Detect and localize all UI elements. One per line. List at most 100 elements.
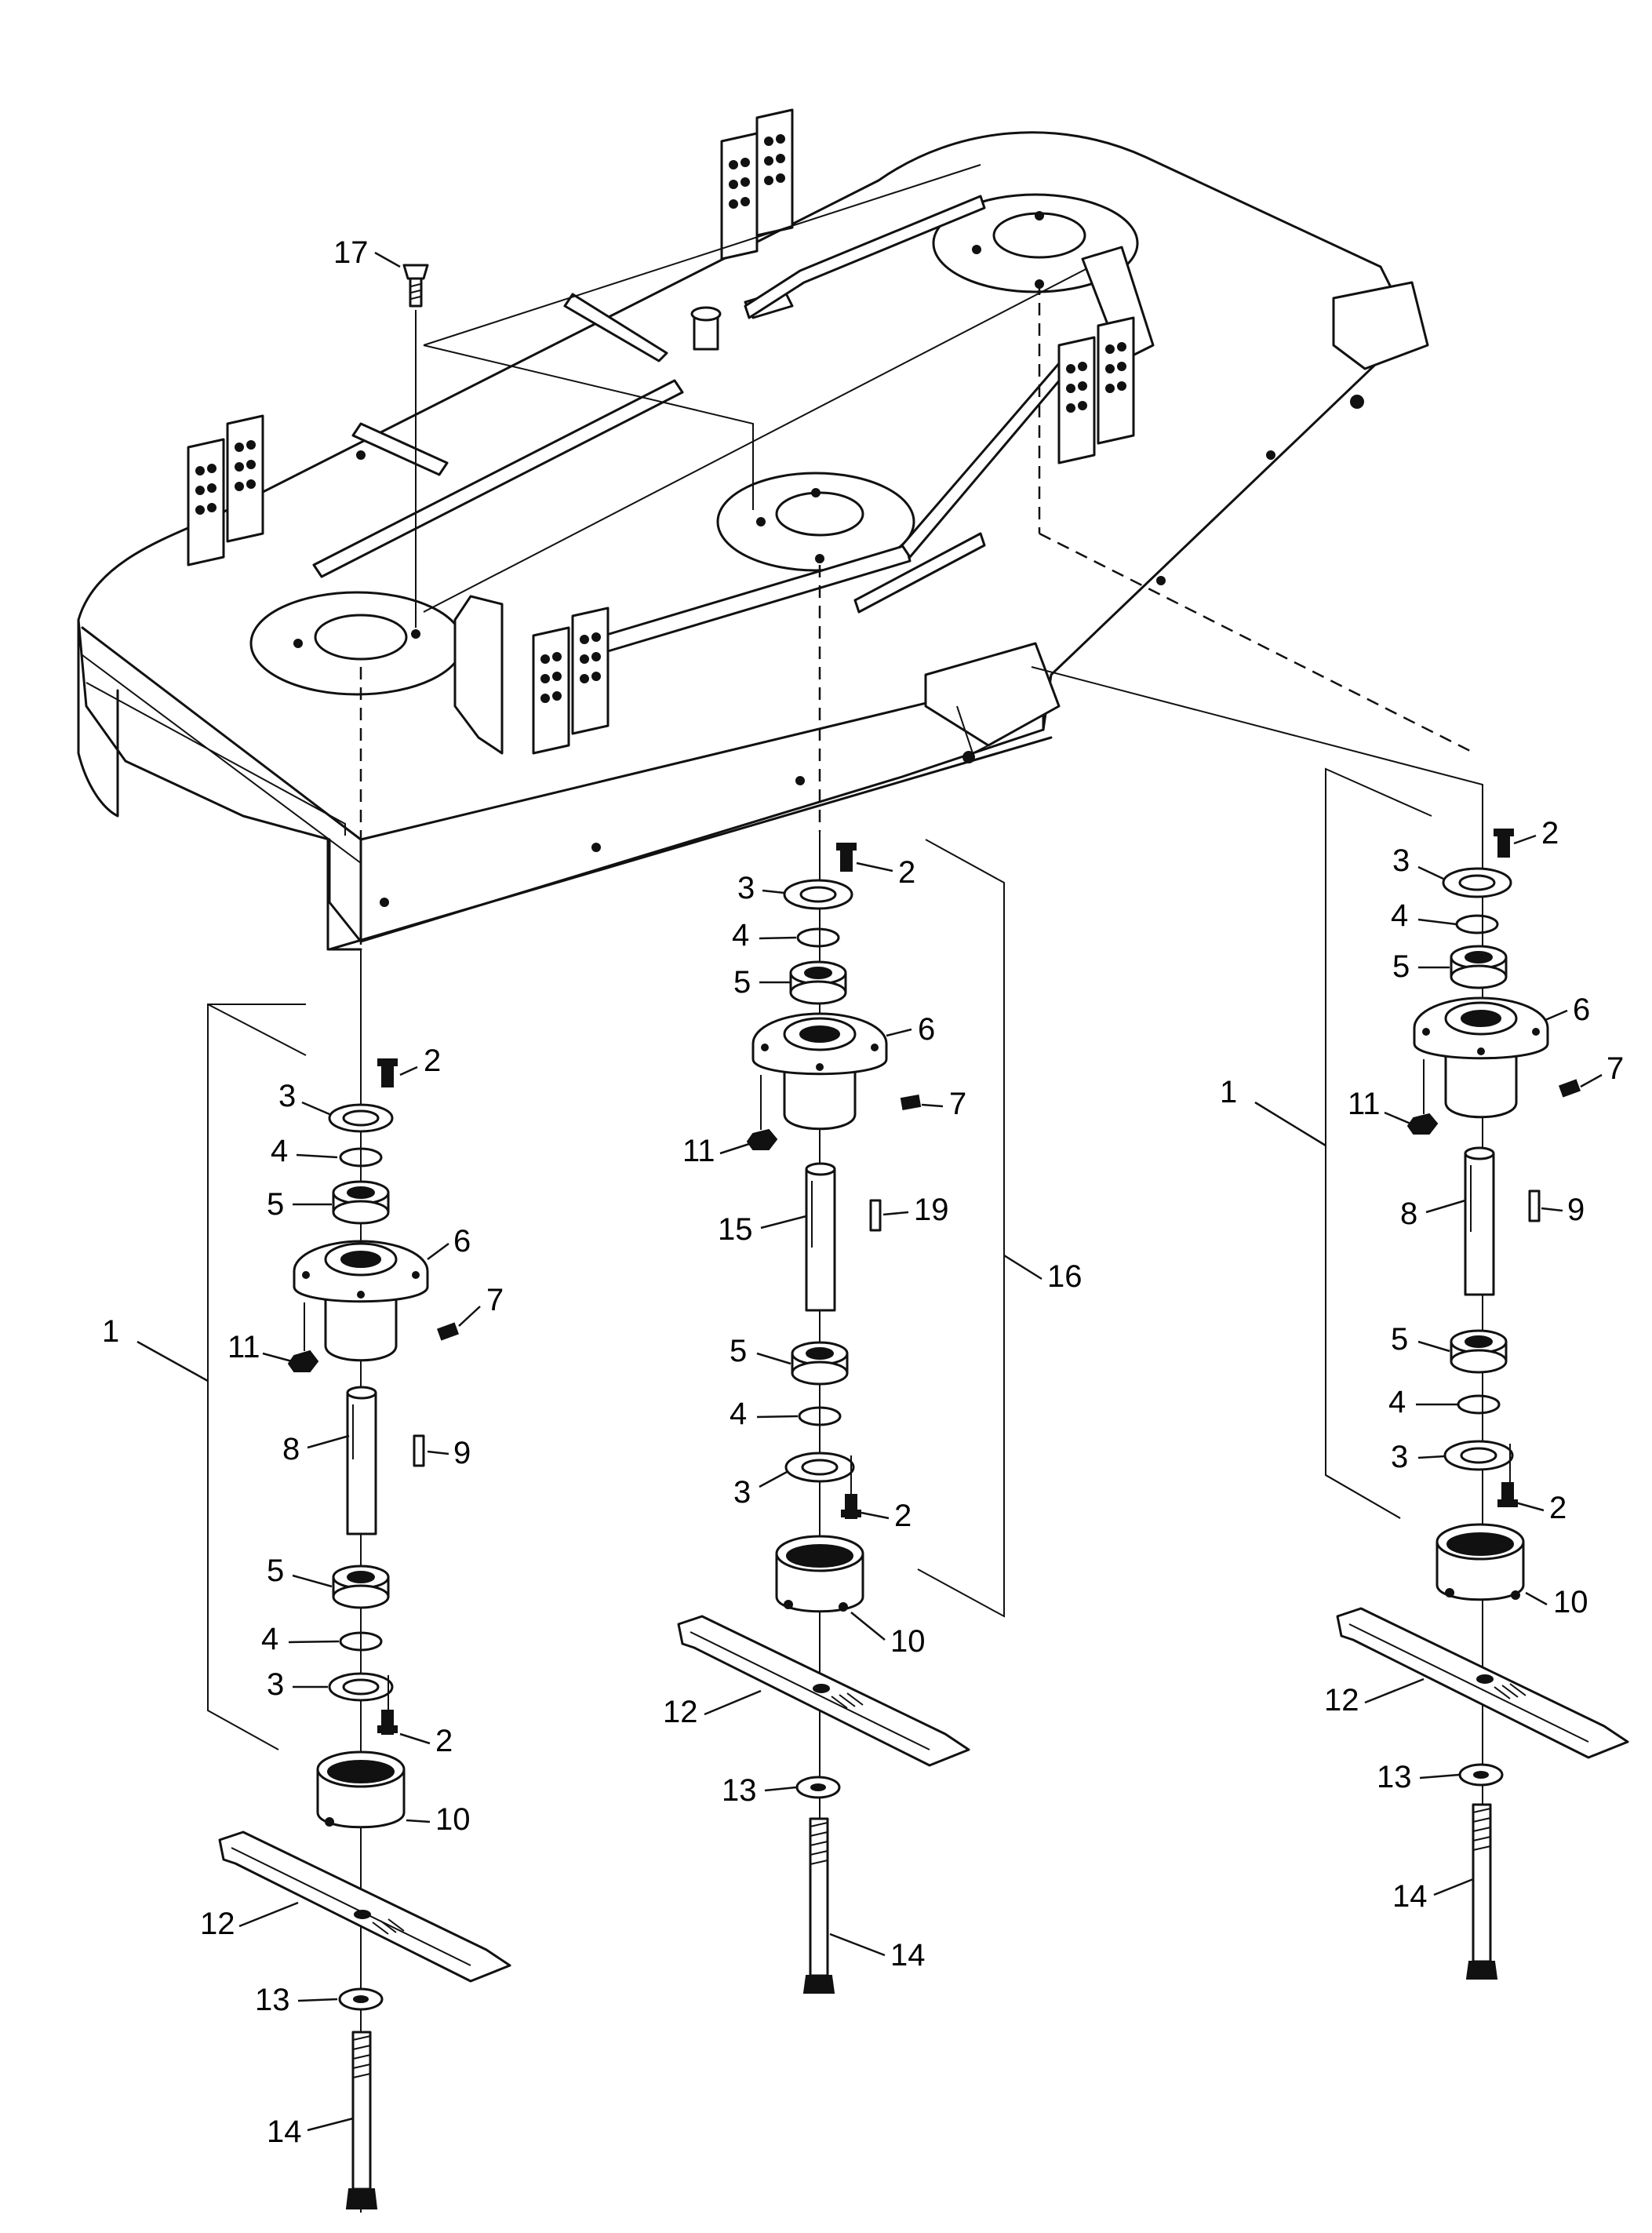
washer-13-right xyxy=(1458,1763,1504,1787)
callout-center-4-bottom: 4 xyxy=(730,1397,747,1431)
callout-right-9: 9 xyxy=(1567,1193,1585,1227)
callout-center-2-top: 2 xyxy=(898,855,915,890)
washer-3-center-top xyxy=(783,879,853,910)
callout-right-3-top: 3 xyxy=(1392,843,1410,878)
height-bracket-rear-center xyxy=(720,108,794,260)
shaft-8-left xyxy=(346,1386,377,1535)
spindle-assembly-left: 2 3 4 5 6 7 11 1 8 9 5 4 3 2 10 12 13 14 xyxy=(102,1004,511,2209)
bolt-7-left xyxy=(436,1322,460,1341)
deck-plate-center xyxy=(716,472,915,572)
callout-center-10: 10 xyxy=(890,1624,926,1659)
callout-center-13: 13 xyxy=(722,1773,757,1808)
callout-center-7: 7 xyxy=(949,1087,966,1121)
blade-12-center xyxy=(677,1615,970,1767)
bearing-5-center-top xyxy=(789,960,847,1005)
spindle-assembly-right: 2 3 4 5 6 7 11 1 8 9 5 4 3 2 10 12 13 14 xyxy=(1220,767,1629,1980)
callout-right-12: 12 xyxy=(1324,1683,1359,1718)
blade-12-left xyxy=(218,1830,511,1983)
screw-2-right-bottom xyxy=(1497,1482,1518,1507)
washer-3-left-top xyxy=(328,1103,394,1133)
nut-11-center xyxy=(746,1128,778,1150)
callout-right-5-bottom: 5 xyxy=(1391,1322,1408,1357)
callout-right-1: 1 xyxy=(1220,1075,1237,1109)
snap-ring-4-center-bottom xyxy=(798,1406,842,1426)
washer-3-center-bottom xyxy=(784,1452,855,1483)
screw-2-left-bottom xyxy=(377,1710,398,1735)
bearing-5-left-top xyxy=(332,1180,390,1225)
callout-center-6: 6 xyxy=(918,1012,935,1047)
bearing-5-right-top xyxy=(1450,945,1508,989)
housing-6-left xyxy=(293,1240,429,1362)
callout-left-4-bottom: 4 xyxy=(261,1622,278,1656)
callout-right-10: 10 xyxy=(1553,1585,1588,1619)
snap-ring-4-left-bottom xyxy=(339,1631,383,1652)
callout-right-13: 13 xyxy=(1377,1760,1412,1794)
callout-right-6: 6 xyxy=(1573,993,1590,1027)
callout-right-2-bottom: 2 xyxy=(1549,1491,1566,1525)
spindle-assembly-center: 2 3 4 5 6 7 11 15 19 16 5 4 3 2 10 12 13… xyxy=(663,839,1083,1994)
washer-13-center xyxy=(795,1776,841,1799)
nut-11-right xyxy=(1406,1113,1439,1135)
key-9-right xyxy=(1528,1189,1541,1222)
screw-2-center-bottom xyxy=(841,1494,861,1519)
bolt-17 xyxy=(402,264,429,308)
snap-ring-4-center-top xyxy=(796,927,840,948)
callout-left-1: 1 xyxy=(102,1314,119,1349)
callout-center-19: 19 xyxy=(914,1193,949,1227)
callout-left-3-bottom: 3 xyxy=(267,1667,284,1702)
callout-right-4-top: 4 xyxy=(1391,898,1408,933)
callout-center-5-top: 5 xyxy=(733,965,751,1000)
nut-11-left xyxy=(287,1350,319,1372)
callout-left-8: 8 xyxy=(282,1432,300,1466)
hub-10-left xyxy=(316,1750,406,1829)
callout-center-16: 16 xyxy=(1047,1259,1083,1294)
washer-13-left xyxy=(338,1987,384,2011)
callout-left-13: 13 xyxy=(255,1983,290,2017)
callout-right-3-bottom: 3 xyxy=(1391,1440,1408,1474)
screw-2-center-top xyxy=(836,843,857,872)
callout-left-5-bottom: 5 xyxy=(267,1554,284,1588)
callout-left-3-top: 3 xyxy=(278,1079,296,1113)
mower-deck xyxy=(77,108,1429,951)
bolt-7-center xyxy=(900,1095,922,1110)
housing-6-center xyxy=(751,1012,888,1131)
bearing-5-center-bottom xyxy=(791,1341,849,1386)
callout-right-4-bottom: 4 xyxy=(1388,1385,1406,1419)
callout-left-11: 11 xyxy=(227,1330,260,1364)
hub-10-right xyxy=(1435,1523,1525,1601)
callout-17: 17 xyxy=(333,235,369,270)
snap-ring-4-left-top xyxy=(339,1147,383,1167)
bolt-14-right xyxy=(1465,1803,1498,1980)
callout-left-6: 6 xyxy=(453,1224,471,1259)
blade-12-right xyxy=(1336,1607,1629,1759)
height-bracket-left xyxy=(187,414,264,566)
screw-2-left-top xyxy=(377,1058,398,1087)
snap-ring-4-right-bottom xyxy=(1457,1394,1501,1415)
callout-left-7: 7 xyxy=(486,1283,504,1317)
callout-left-2-top: 2 xyxy=(424,1044,441,1078)
callout-center-12: 12 xyxy=(663,1695,698,1729)
callout-left-14: 14 xyxy=(267,2115,302,2149)
screw-2-right-top xyxy=(1494,829,1514,858)
key-9-left xyxy=(413,1434,425,1467)
shaft-8-right xyxy=(1464,1146,1495,1296)
callout-right-8: 8 xyxy=(1400,1197,1417,1231)
callout-center-5-bottom: 5 xyxy=(730,1334,747,1368)
callout-center-3-top: 3 xyxy=(737,871,755,905)
bearing-5-right-bottom xyxy=(1450,1329,1508,1374)
deck-plate-left xyxy=(249,591,464,696)
housing-6-right xyxy=(1413,996,1549,1119)
washer-3-right-bottom xyxy=(1443,1440,1514,1471)
callout-right-7: 7 xyxy=(1607,1051,1624,1086)
callout-left-12: 12 xyxy=(200,1907,235,1941)
callout-left-9: 9 xyxy=(453,1436,471,1470)
callout-center-2-bottom: 2 xyxy=(894,1499,912,1533)
callout-right-11: 11 xyxy=(1348,1087,1381,1121)
callout-right-2-top: 2 xyxy=(1541,816,1559,851)
callout-center-4-top: 4 xyxy=(732,918,749,953)
bolt-14-left xyxy=(345,2031,378,2209)
callout-left-5-top: 5 xyxy=(267,1187,284,1222)
callout-right-14: 14 xyxy=(1392,1879,1428,1914)
snap-ring-4-right-top xyxy=(1455,914,1499,934)
